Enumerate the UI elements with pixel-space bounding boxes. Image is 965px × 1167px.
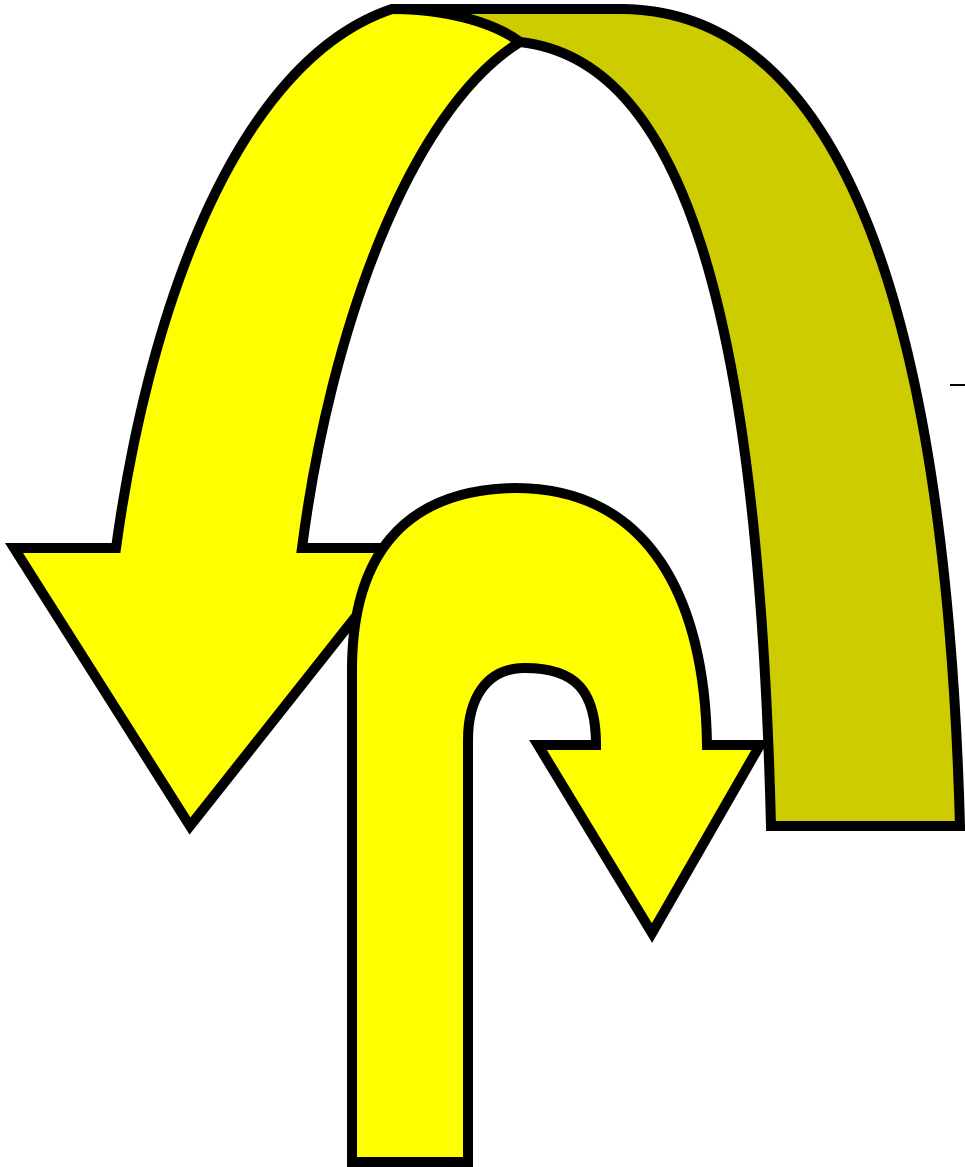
curved-arrows-illustration: [0, 0, 965, 1167]
